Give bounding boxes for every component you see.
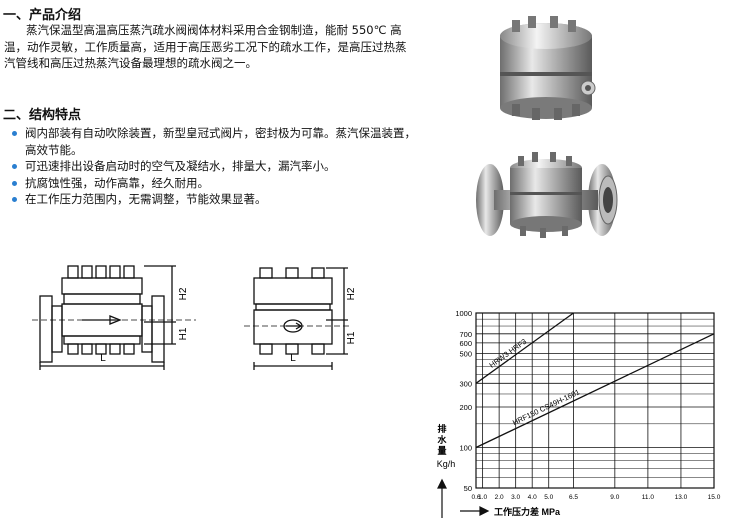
y-axis-arrow-icon [437,478,447,518]
x-tick-label: 9.0 [610,494,619,501]
x-tick-label: 11.0 [642,494,655,501]
y-tick-label: 1000 [455,309,472,318]
x-tick-label: 13.0 [675,494,688,501]
y-tick-label: 500 [459,349,472,358]
dim-h2-label: H2 [346,287,357,300]
feature-item: 阀内部装有自动吹除装置，新型皇冠式阀片，密封极为可靠。蒸汽保温装置，高效节能。 [12,125,452,158]
y-axis-label-2: 水 [437,434,447,445]
bullet-icon [12,131,17,136]
x-tick-label: 6.5 [569,494,578,501]
y-axis-label-3: 量 [437,445,446,456]
y-tick-label: 600 [459,339,472,348]
x-tick-label: 1.0 [478,494,487,501]
x-tick-labels: 0.61.0 2.0 3.0 4.0 5.0 6.5 9.0 11.0 13.0 15.0 [471,494,720,501]
dim-h2-label: H2 [178,287,189,300]
feature-item: 在工作压力范围内，无需调整，节能效果显著。 [12,191,452,208]
left-flange [39,295,53,363]
x-tick-label: 0.6 [471,494,480,501]
chart-grid [475,312,715,489]
x-tick-label: 15.0 [708,494,721,501]
right-flange [151,295,165,363]
dim-l-label: L [290,353,296,364]
intro-line-3: 汽管线和高压过热蒸汽设备最理想的疏水阀之一。 [4,56,257,70]
dimension-drawing-compact: L H2 H1 [244,267,357,370]
product-photo-flanged [476,152,618,238]
x-axis-arrow-icon [460,506,490,516]
y-tick-label: 50 [464,484,472,493]
dimension-drawing-flanged: L H2 H1 [32,265,196,370]
dim-l-label: L [100,353,106,364]
x-tick-label: 2.0 [495,494,504,501]
product-photo-top [500,16,596,120]
feature-list: 阀内部装有自动吹除装置，新型皇冠式阀片，密封极为可靠。蒸汽保温装置，高效节能。 … [12,125,452,208]
y-axis-label-1: 排 [437,423,446,434]
x-tick-label: 3.0 [511,494,520,501]
feature-item: 抗腐蚀性强，动作高靠，经久耐用。 [12,175,452,192]
bullet-icon [12,164,17,169]
section2-title: 二、结构特点 [3,108,82,123]
x-tick-label: 4.0 [528,494,537,501]
bullet-icon [12,197,17,202]
x-tick-label: 5.0 [544,494,553,501]
series-line [475,312,574,384]
feature-item: 可迅速排出设备启动时的空气及凝结水，排量大，漏汽率小。 [12,158,452,175]
x-axis-label: 工作压力差 MPa [494,506,561,517]
dim-h1-label: H1 [346,331,357,344]
y-tick-label: 300 [459,379,472,388]
intro-line-1: 蒸汽保温型高温高压蒸汽疏水阀阀体材料采用合金钢制造，能耐 550℃ 高 [26,23,402,37]
dim-h1-label: H1 [178,327,189,340]
bullet-icon [12,180,17,186]
y-tick-label: 100 [459,444,472,453]
discharge-capacity-chart: 0.61.0 2.0 3.0 4.0 5.0 6.5 9.0 11.0 13.0 15.0 100… [437,309,721,518]
intro-line-2: 温，动作灵敏，工作质量高，适用于高压恶劣工况下的疏水工作，是高压过热蒸 [4,39,407,54]
section1-title: 一、产品介绍 [3,8,82,23]
series-line [475,333,715,449]
intro-paragraph: 蒸汽保温型高温高压蒸汽疏水阀阀体材料采用合金钢制造，能耐 550℃ 高 温，动作… [4,22,434,72]
y-tick-label: 200 [459,403,472,412]
plot-frame [475,312,715,489]
y-axis-unit: Kg/h [437,459,456,469]
y-tick-label: 700 [459,330,472,339]
